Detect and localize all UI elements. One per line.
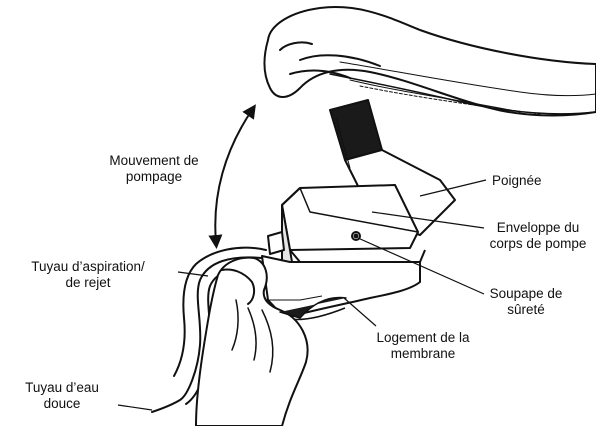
upper-hand (265, 7, 596, 115)
pumping-motion-label: Mouvement de pompage (98, 153, 210, 185)
pumping-motion-line-2: pompage (98, 169, 210, 185)
membrane-housing (262, 256, 420, 320)
relief-valve-label: Soupape de sûreté (476, 286, 576, 318)
membrane-leader (344, 298, 376, 326)
pumping-motion-line-1: Mouvement de (98, 153, 210, 169)
fresh-water-hose-line-1: Tuyau d’eau (10, 380, 114, 396)
intake-reject-hose-line-1: Tuyau d’aspiration/ (0, 259, 176, 275)
membrane-housing-line-2: membrane (360, 346, 486, 362)
intake-reject-hose-line-2: de rejet (0, 275, 176, 291)
handle-label: Poignée (492, 173, 542, 189)
relief-valve-line-1: Soupape de (476, 286, 576, 302)
pump-body (268, 185, 425, 274)
fresh-water-hose-leader (118, 405, 152, 410)
fresh-water-hose-label: Tuyau d’eau douce (10, 380, 114, 412)
membrane-housing-label: Logement de la membrane (360, 330, 486, 362)
intake-reject-hose-label: Tuyau d’aspiration/ de rejet (0, 259, 176, 291)
pumping-motion-arrow (215, 110, 252, 242)
pump-body-casing-label: Enveloppe du corps de pompe (480, 220, 596, 252)
pump-body-casing-line-1: Enveloppe du (480, 220, 596, 236)
membrane-housing-line-1: Logement de la (360, 330, 486, 346)
relief-valve-line-2: sûreté (476, 302, 576, 318)
fresh-water-hose-line-2: douce (10, 396, 114, 412)
pump-body-casing-line-2: corps de pompe (480, 236, 596, 252)
